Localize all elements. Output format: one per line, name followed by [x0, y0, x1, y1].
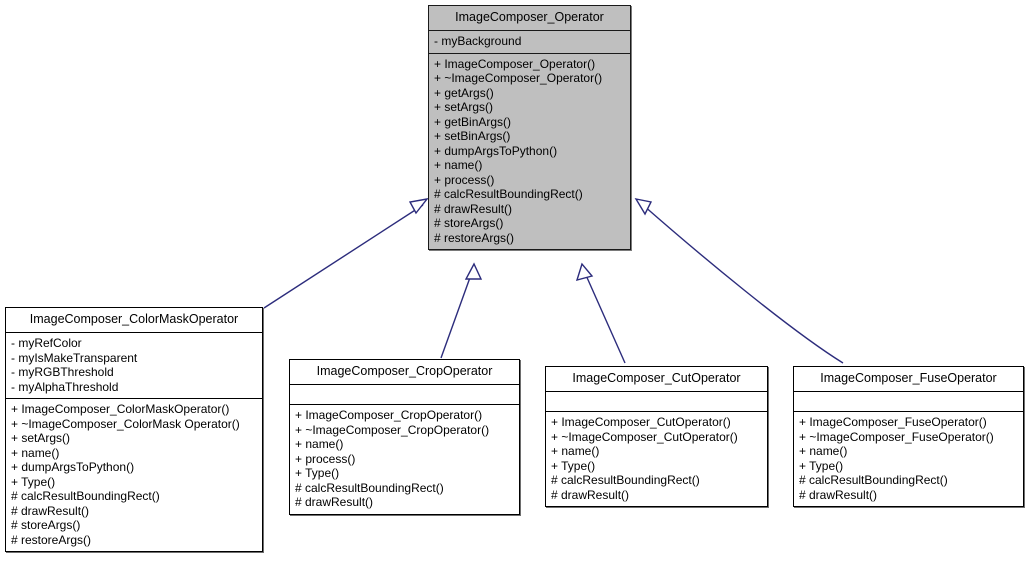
operation-row: + dumpArgsToPython()	[11, 460, 135, 474]
operation-row: + ~ImageComposer_Operator()	[434, 71, 603, 85]
operation-row: + ~ImageComposer_CutOperator()	[551, 429, 738, 444]
operations-compartment-colormaskoperator: + ImageComposer_ColorMaskOperator() + ~I…	[6, 399, 262, 551]
class-title-colormaskoperator: ImageComposer_ColorMaskOperator	[29, 312, 239, 326]
attribute-row: - myBackground	[434, 34, 522, 48]
operation-row: + setBinArgs()	[434, 129, 511, 143]
compartment-divider	[429, 30, 630, 31]
operation-row: + setArgs()	[11, 431, 71, 445]
operation-row: + getArgs()	[434, 85, 494, 100]
operation-row: # calcResultBoundingRect()	[551, 473, 700, 487]
attributes-compartment-operator: - myBackground	[429, 31, 630, 53]
attribute-row: - myIsMakeTransparent	[11, 350, 138, 365]
compartment-divider	[290, 404, 519, 405]
class-title-operator: ImageComposer_Operator	[455, 10, 604, 24]
operations-compartment-operator: + ImageComposer_Operator() + ~ImageCompo…	[429, 54, 630, 250]
operation-row: + ImageComposer_ColorMaskOperator()	[11, 402, 230, 416]
compartment-divider	[6, 332, 262, 333]
operation-row: + Type()	[11, 474, 56, 489]
compartment-divider	[546, 411, 767, 412]
operation-row: + process()	[434, 172, 495, 187]
class-box-image-composer-operator[interactable]: ImageComposer_Operator - myBackground + …	[428, 5, 631, 250]
compartment-divider	[429, 52, 630, 54]
operation-row: + name()	[434, 158, 483, 172]
class-title-cropoperator: ImageComposer_CropOperator	[316, 364, 493, 378]
operation-row: + ~ImageComposer_ColorMask Operator()	[11, 416, 240, 431]
operations-compartment-fuseoperator: + ImageComposer_FuseOperator() + ~ImageC…	[794, 412, 1023, 506]
class-box-image-composer-colormaskoperator[interactable]: ImageComposer_ColorMaskOperator - myRefC…	[5, 307, 263, 552]
operation-row: + ~ImageComposer_CropOperator()	[295, 422, 490, 437]
operation-row: + name()	[551, 444, 600, 458]
operation-row: # restoreArgs()	[434, 230, 515, 245]
attributes-compartment-fuseoperator	[794, 392, 1023, 411]
operations-compartment-cutoperator: + ImageComposer_CutOperator() + ~ImageCo…	[546, 412, 767, 506]
class-title-fuseoperator: ImageComposer_FuseOperator	[820, 371, 997, 385]
generalization-edge-crop	[440, 262, 483, 359]
operation-row: + ~ImageComposer_FuseOperator()	[799, 429, 994, 444]
operation-row: + Type()	[295, 466, 340, 480]
attributes-compartment-cutoperator	[546, 392, 767, 411]
operation-row: # storeArgs()	[434, 216, 504, 230]
operation-row: # calcResultBoundingRect()	[295, 480, 444, 495]
operation-row: + getBinArgs()	[434, 114, 512, 129]
operation-row: # calcResultBoundingRect()	[434, 187, 583, 201]
generalization-edge-colormask	[263, 197, 429, 309]
operation-row: # drawResult()	[434, 201, 513, 216]
operation-row: # restoreArgs()	[11, 532, 92, 547]
operation-row: # calcResultBoundingRect()	[799, 473, 948, 487]
operation-row: # drawResult()	[11, 503, 90, 518]
operation-row: # storeArgs()	[11, 518, 81, 532]
generalization-edge-fuse	[634, 198, 844, 364]
attributes-compartment-cropoperator	[290, 385, 519, 404]
attribute-row: - myAlphaThreshold	[11, 379, 119, 394]
class-box-image-composer-cropoperator[interactable]: ImageComposer_CropOperator + ImageCompos…	[289, 359, 520, 515]
operation-row: + ImageComposer_CropOperator()	[295, 408, 483, 422]
generalization-edge-cut	[575, 262, 626, 364]
operation-row: + Type()	[551, 458, 596, 473]
operation-row: # calcResultBoundingRect()	[11, 489, 160, 503]
operation-row: + name()	[11, 445, 60, 460]
compartment-divider	[290, 384, 519, 385]
operation-row: + name()	[799, 444, 848, 458]
attributes-compartment-colormaskoperator: - myRefColor - myIsMakeTransparent - myR…	[6, 333, 262, 398]
operation-row: + ImageComposer_Operator()	[434, 56, 596, 71]
class-box-image-composer-cutoperator[interactable]: ImageComposer_CutOperator + ImageCompose…	[545, 366, 768, 507]
operation-row: + process()	[295, 451, 356, 466]
compartment-divider	[6, 398, 262, 399]
operation-row: + setArgs()	[434, 100, 494, 114]
operations-compartment-cropoperator: + ImageComposer_CropOperator() + ~ImageC…	[290, 405, 519, 514]
operation-row: + ImageComposer_CutOperator()	[551, 415, 731, 429]
compartment-divider	[794, 391, 1023, 392]
class-box-image-composer-fuseoperator[interactable]: ImageComposer_FuseOperator + ImageCompos…	[793, 366, 1024, 507]
operation-row: + name()	[295, 437, 344, 451]
operation-row: # drawResult()	[295, 495, 374, 509]
class-title-cutoperator: ImageComposer_CutOperator	[572, 371, 741, 385]
compartment-divider	[794, 411, 1023, 412]
operation-row: + ImageComposer_FuseOperator()	[799, 415, 987, 429]
attribute-row: - myRefColor	[11, 336, 82, 350]
operation-row: + dumpArgsToPython()	[434, 143, 558, 158]
operation-row: + Type()	[799, 458, 844, 473]
operation-row: # drawResult()	[799, 487, 878, 502]
compartment-divider	[546, 391, 767, 392]
operation-row: # drawResult()	[551, 487, 630, 502]
attribute-row: - myRGBThreshold	[11, 365, 114, 379]
